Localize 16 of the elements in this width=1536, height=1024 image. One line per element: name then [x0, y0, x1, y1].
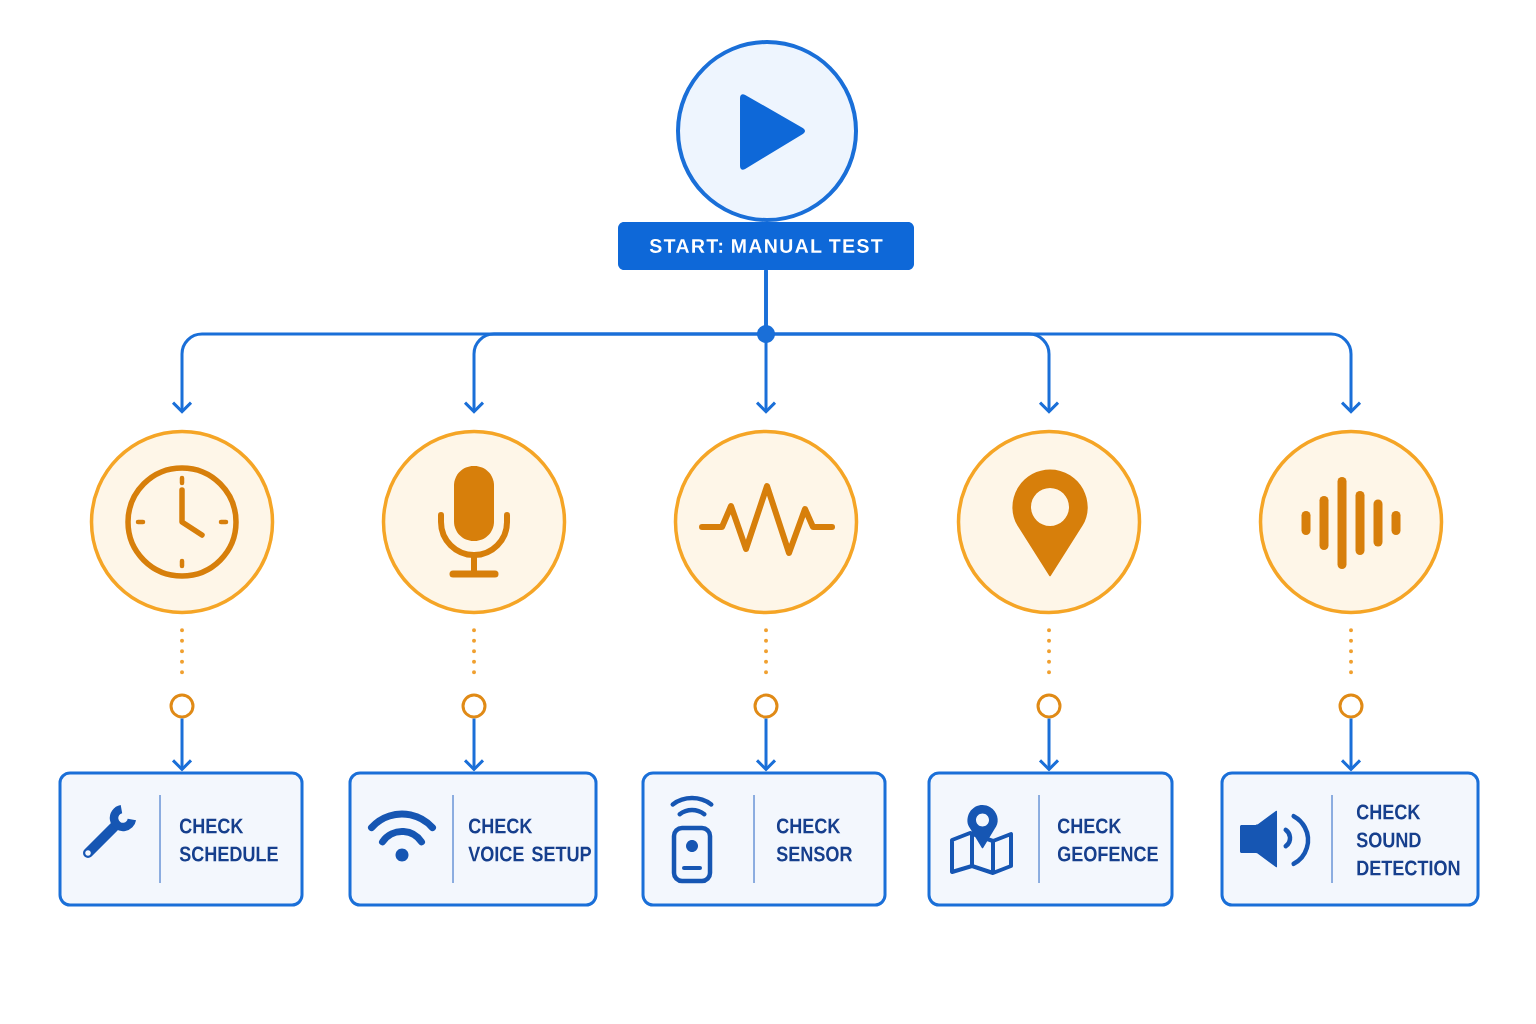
connector-ring: [1338, 693, 1364, 719]
check-card: CHECK SOUND DETECTION: [1220, 771, 1480, 907]
check-card: CHECK SCHEDULE: [58, 771, 304, 907]
connector-ring: [461, 693, 487, 719]
connector-ring: [1036, 693, 1062, 719]
start-banner: START: MANUAL TEST: [618, 222, 914, 270]
icon-circle: [89, 429, 275, 615]
check-card: CHECK SENSOR: [641, 771, 887, 907]
connector-ring: [169, 693, 195, 719]
icon-circle: [381, 429, 567, 615]
icon-circle: [1258, 429, 1444, 615]
icon-circle: [673, 429, 859, 615]
connector-ring: [753, 693, 779, 719]
start-circle: [676, 40, 858, 222]
check-card: CHECK GEOFENCE: [927, 771, 1174, 907]
check-card: CHECK VOICE SETUP: [348, 771, 598, 907]
